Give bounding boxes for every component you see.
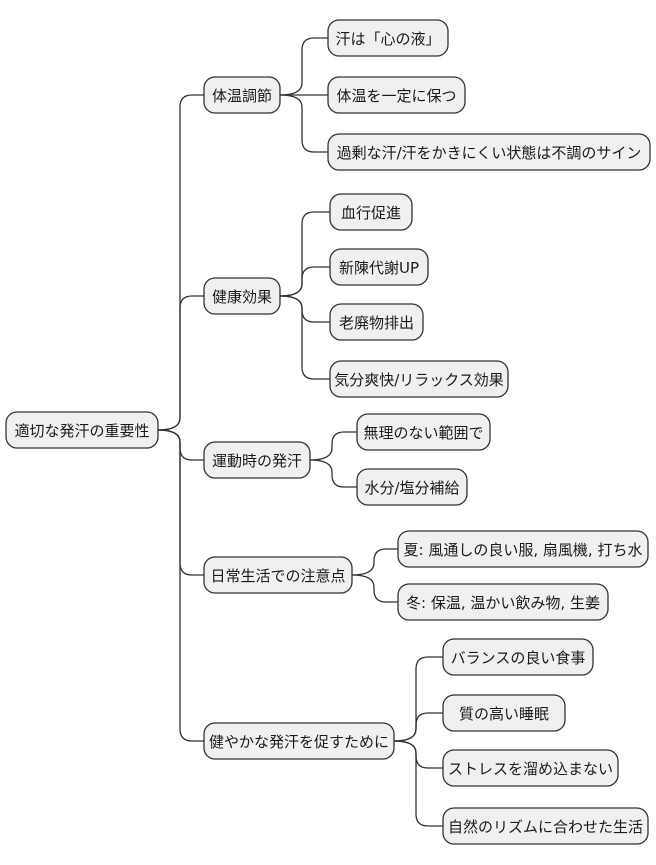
node-box xyxy=(442,807,649,845)
node-label: 汗は「心の液」 xyxy=(335,30,440,48)
node-box xyxy=(327,133,651,171)
node-box xyxy=(329,303,424,341)
edge-b2-c4 xyxy=(279,211,330,297)
node-label: 新陳代謝UP xyxy=(339,259,419,277)
node-box xyxy=(329,193,413,231)
node-box xyxy=(397,583,609,621)
mindmap-node-b3: 運動時の発汗 xyxy=(203,441,311,479)
mindmap-node-b4: 日常生活での注意点 xyxy=(203,556,353,594)
edge-b5-c15 xyxy=(393,740,443,827)
node-label: 水分/塩分補給 xyxy=(364,479,459,497)
mindmap-node-c12: バランスの良い食事 xyxy=(442,638,594,676)
mindmap-node-c5: 新陳代謝UP xyxy=(329,248,429,286)
edge-b5-c14 xyxy=(393,740,443,769)
mindmap-node-c14: ストレスを溜め込まない xyxy=(442,749,619,787)
node-label: 質の高い睡眠 xyxy=(459,705,549,723)
node-label: 体温調節 xyxy=(212,87,272,105)
node-label: 過剰な汗/汗をかきにくい状態は不調のサイン xyxy=(337,144,642,162)
edge-b3-c9 xyxy=(309,459,357,488)
edge-root-b1 xyxy=(157,94,204,431)
node-label: 無理のない範囲で xyxy=(363,424,483,442)
node-box xyxy=(203,76,281,114)
node-box xyxy=(442,694,566,732)
edge-root-b2 xyxy=(157,295,204,431)
node-box xyxy=(329,360,509,398)
node-box xyxy=(356,413,491,451)
mindmap-node-c6: 老廃物排出 xyxy=(329,303,424,341)
node-box xyxy=(356,468,468,506)
node-label: 冬: 保温, 温かい飲み物, 生姜 xyxy=(406,594,600,612)
node-box xyxy=(203,722,395,760)
node-box xyxy=(203,556,353,594)
mindmap-node-root: 適切な発汗の重要性 xyxy=(5,411,159,449)
mindmap-node-c10: 夏: 風通しの良い服, 扇風機, 打ち水 xyxy=(397,530,649,568)
mindmap-node-c3: 過剰な汗/汗をかきにくい状態は不調のサイン xyxy=(327,133,651,171)
node-box xyxy=(442,638,594,676)
node-label: 夏: 風通しの良い服, 扇風機, 打ち水 xyxy=(404,541,643,559)
mindmap-node-c4: 血行促進 xyxy=(329,193,413,231)
edge-b2-c6 xyxy=(279,295,330,323)
node-box xyxy=(327,19,449,57)
node-label: バランスの良い食事 xyxy=(451,649,586,667)
node-label: 自然のリズムに合わせた生活 xyxy=(448,818,643,836)
node-label: 日常生活での注意点 xyxy=(210,567,345,585)
node-label: 老廃物排出 xyxy=(339,314,414,332)
node-box xyxy=(203,277,281,315)
edge-root-b5 xyxy=(157,429,204,742)
mindmap-node-c9: 水分/塩分補給 xyxy=(356,468,468,506)
node-box xyxy=(442,749,619,787)
node-label: 適切な発汗の重要性 xyxy=(14,422,149,440)
node-label: 健康効果 xyxy=(212,288,272,306)
edge-b4-c11 xyxy=(351,574,398,603)
mindmap-node-c1: 汗は「心の液」 xyxy=(327,19,449,57)
node-box xyxy=(203,441,311,479)
node-label: 健やかな発汗を促すために xyxy=(209,733,389,751)
mindmap-node-b5: 健やかな発汗を促すために xyxy=(203,722,395,760)
edge-root-b3 xyxy=(157,429,204,461)
node-label: ストレスを溜め込まない xyxy=(448,760,613,778)
mindmap-node-b2: 健康効果 xyxy=(203,277,281,315)
mindmap-node-c13: 質の高い睡眠 xyxy=(442,694,566,732)
mindmap-node-c8: 無理のない範囲で xyxy=(356,413,491,451)
edge-b4-c10 xyxy=(351,548,398,576)
mindmap-node-c7: 気分爽快/リラックス効果 xyxy=(329,360,509,398)
edge-b1-c3 xyxy=(279,94,328,153)
edge-b5-c13 xyxy=(393,712,443,742)
mindmap-node-c11: 冬: 保温, 温かい飲み物, 生姜 xyxy=(397,583,609,621)
node-box xyxy=(329,248,429,286)
node-box xyxy=(397,530,649,568)
node-box xyxy=(327,76,466,114)
node-label: 血行促進 xyxy=(341,204,401,222)
edge-b5-c12 xyxy=(393,656,443,742)
node-label: 運動時の発汗 xyxy=(212,452,302,470)
node-box xyxy=(5,411,159,449)
mindmap-node-c15: 自然のリズムに合わせた生活 xyxy=(442,807,649,845)
node-label: 体温を一定に保つ xyxy=(336,87,456,105)
mindmap-node-b1: 体温調節 xyxy=(203,76,281,114)
edge-b3-c8 xyxy=(309,431,357,461)
node-label: 気分爽快/リラックス効果 xyxy=(334,371,504,389)
mindmap-node-c2: 体温を一定に保つ xyxy=(327,76,466,114)
edge-b1-c1 xyxy=(279,37,328,96)
edge-b2-c5 xyxy=(279,266,330,297)
edge-b2-c7 xyxy=(279,295,330,380)
